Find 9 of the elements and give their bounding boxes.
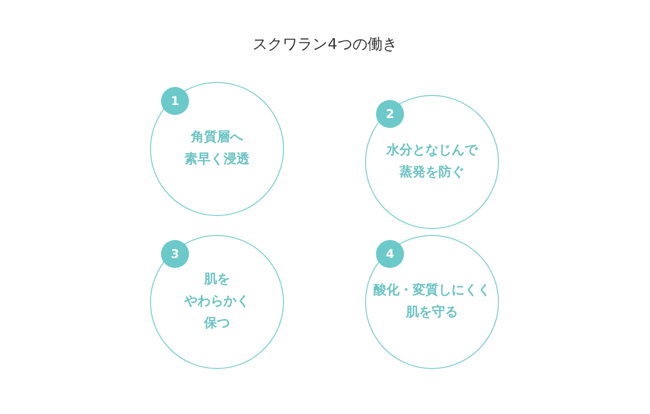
number-badge: 4 — [376, 240, 404, 268]
node-text: 角質層へ素早く浸透 — [184, 128, 250, 169]
number-badge: 2 — [376, 100, 404, 128]
title: スクワラン4つの働き — [252, 35, 398, 53]
node-text: 水分となじんで蒸発を防ぐ — [386, 142, 478, 182]
number-badge: 1 — [161, 87, 189, 115]
node-text: 肌をやわらかく保つ — [184, 271, 250, 333]
node-text: 酸化・変質しにくく肌を守る — [374, 282, 490, 322]
number-badge: 3 — [161, 240, 189, 268]
